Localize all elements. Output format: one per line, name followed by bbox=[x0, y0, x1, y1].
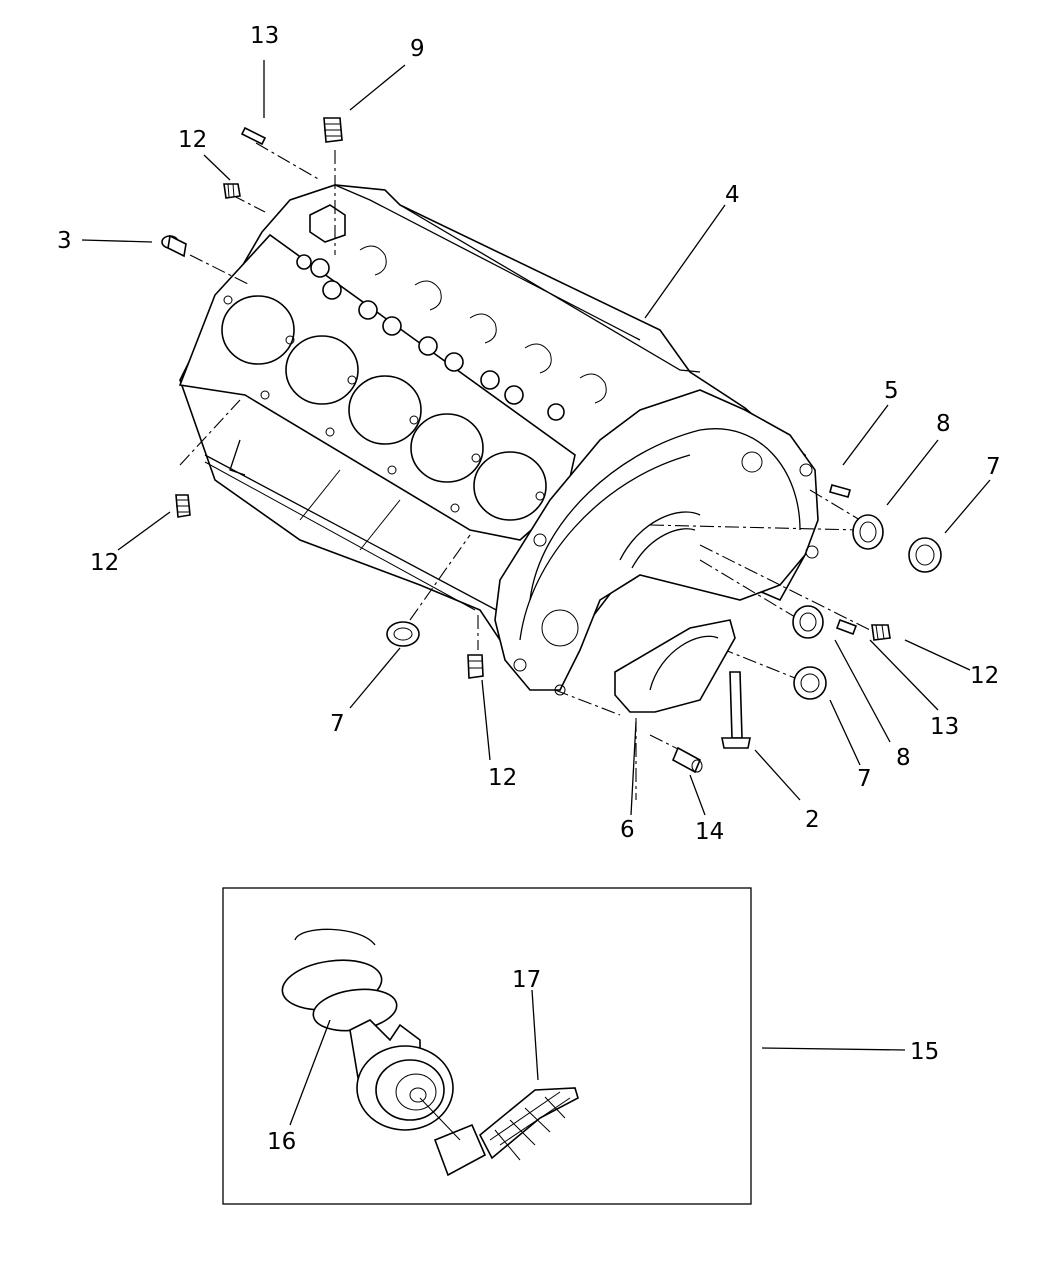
callout-labels: 13 9 12 3 4 12 5 8 7 12 13 8 7 7 12 2 14… bbox=[57, 23, 1001, 1155]
inset-sensor-box bbox=[222, 887, 906, 1205]
callout-8-bottom: 8 bbox=[896, 745, 911, 771]
engine-block bbox=[178, 184, 819, 696]
exploded-view-guide-lines bbox=[179, 142, 871, 800]
callout-2: 2 bbox=[805, 807, 820, 833]
callout-8-top: 8 bbox=[936, 411, 951, 437]
callout-15: 15 bbox=[910, 1039, 939, 1065]
callout-5: 5 bbox=[884, 378, 899, 404]
callout-6: 6 bbox=[620, 817, 635, 843]
small-parts bbox=[161, 117, 942, 774]
callout-12-bottom: 12 bbox=[488, 765, 517, 791]
callout-7-bottom-right: 7 bbox=[857, 766, 872, 792]
callout-3: 3 bbox=[57, 228, 72, 254]
callout-17: 17 bbox=[512, 967, 541, 993]
leader-lines bbox=[81, 60, 991, 816]
callout-13-top: 13 bbox=[250, 23, 279, 49]
callout-12-left: 12 bbox=[90, 550, 119, 576]
callout-4: 4 bbox=[725, 182, 740, 208]
callout-16: 16 bbox=[267, 1129, 296, 1155]
callout-7-left: 7 bbox=[330, 711, 345, 737]
callout-7-top: 7 bbox=[986, 454, 1001, 480]
callout-12-right: 12 bbox=[970, 663, 999, 689]
callout-13-right: 13 bbox=[930, 714, 959, 740]
callout-14: 14 bbox=[695, 819, 724, 845]
callout-12-top-left: 12 bbox=[178, 127, 207, 153]
callout-9: 9 bbox=[410, 36, 425, 62]
